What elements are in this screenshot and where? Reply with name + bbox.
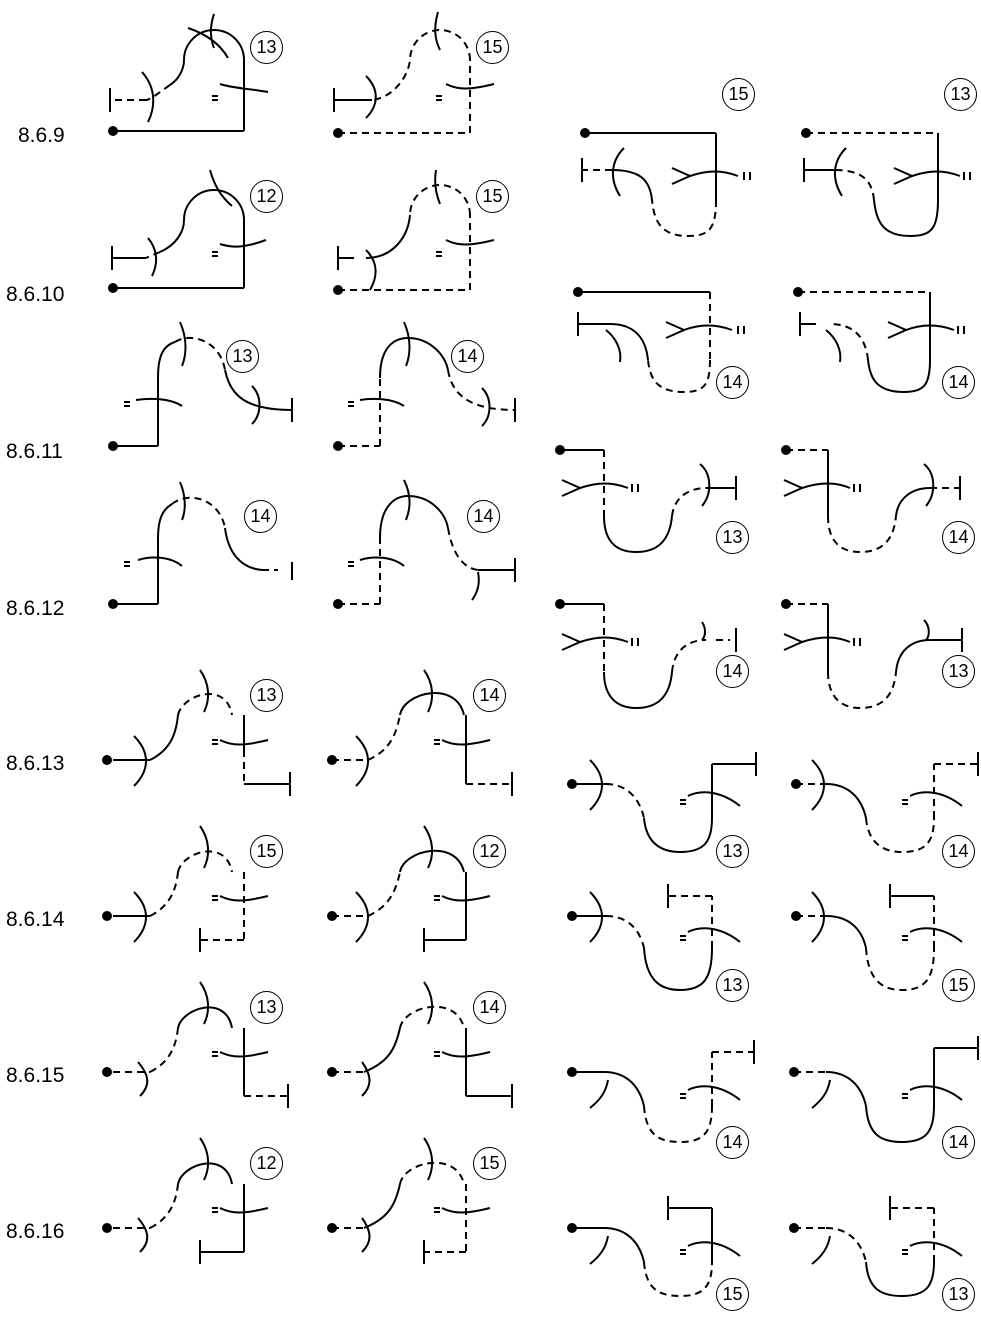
route-8-6-10-a [111,169,267,289]
route-8-6-15-a [113,981,289,1108]
route-c7 [572,1040,755,1144]
circled-number-badge: 15 [473,1147,506,1180]
route-d1 [803,132,971,238]
row-label-8-6-10: 8.6.10 [6,283,65,306]
route-8-6-16-b [332,1137,491,1264]
start-dots [102,126,811,1233]
circled-number-badge: 14 [942,835,975,868]
route-c8 [572,1196,741,1298]
circled-number-badge: 14 [244,500,277,533]
row-label-8-6-13: 8.6.13 [6,752,65,775]
circled-number-badge: 12 [250,1147,283,1180]
circled-number-badge: 12 [473,835,506,868]
route-8-6-9-a [109,13,269,132]
route-c5 [572,752,757,854]
circled-number-badge: 14 [942,521,975,554]
row-label-8-6-16: 8.6.16 [6,1220,65,1243]
route-c1 [581,132,751,238]
route-8-6-14-b [332,825,491,952]
circled-number-badge: 15 [476,180,509,213]
route-8-6-14-a [113,825,269,952]
row-label-8-6-9: 8.6.9 [18,124,65,147]
circled-number-badge: 14 [451,340,484,373]
route-c4 [560,603,737,710]
circled-number-badge: 15 [722,78,755,111]
circled-number-badge: 15 [476,31,509,64]
circled-number-badge: 12 [250,180,283,213]
route-c2 [577,291,745,394]
circled-number-badge: 14 [467,500,500,533]
circled-number-badge: 15 [250,835,283,868]
circled-number-badge: 13 [944,78,977,111]
circled-number-badge: 13 [716,521,749,554]
route-8-6-11-a [113,321,293,447]
row-label-8-6-11: 8.6.11 [6,440,63,463]
route-8-6-12-a [113,481,293,605]
route-c6 [572,884,741,992]
circled-number-badge: 14 [716,655,749,688]
row-label-8-6-12: 8.6.12 [6,597,65,620]
route-8-6-12-b [338,479,516,605]
route-8-6-15-b [332,981,513,1108]
row-label-8-6-14: 8.6.14 [6,908,65,931]
circled-number-badge: 15 [942,969,975,1002]
circled-number-badge: 13 [942,655,975,688]
route-8-6-13-a [113,669,291,796]
row-label-8-6-15: 8.6.15 [6,1064,65,1087]
circled-number-badge: 14 [473,991,506,1024]
circled-number-badge: 14 [473,679,506,712]
route-8-6-10-b [337,169,495,291]
circled-number-badge: 14 [716,366,749,399]
circled-number-badge: 14 [942,366,975,399]
circled-number-badge: 14 [716,1126,749,1159]
circled-number-badge: 13 [250,679,283,712]
route-8-6-9-b [333,11,495,134]
circled-number-badge: 14 [942,1126,975,1159]
route-8-6-11-b [338,321,516,447]
route-d8 [794,1196,963,1298]
route-c3 [560,449,737,554]
route-d5 [796,752,979,854]
route-d3 [783,449,961,554]
route-8-6-13-b [332,669,513,796]
circled-number-badge: 13 [942,1278,975,1311]
route-d2 [798,291,965,394]
route-d7 [794,1036,979,1144]
circled-number-badge: 13 [716,969,749,1002]
circled-number-badge: 13 [250,991,283,1024]
circled-number-badge: 13 [226,340,259,373]
circled-number-badge: 13 [716,835,749,868]
circled-number-badge: 15 [716,1278,749,1311]
route-8-6-16-a [113,1137,269,1264]
route-d4 [783,603,963,710]
route-d6 [796,884,963,992]
circled-number-badge: 13 [250,31,283,64]
